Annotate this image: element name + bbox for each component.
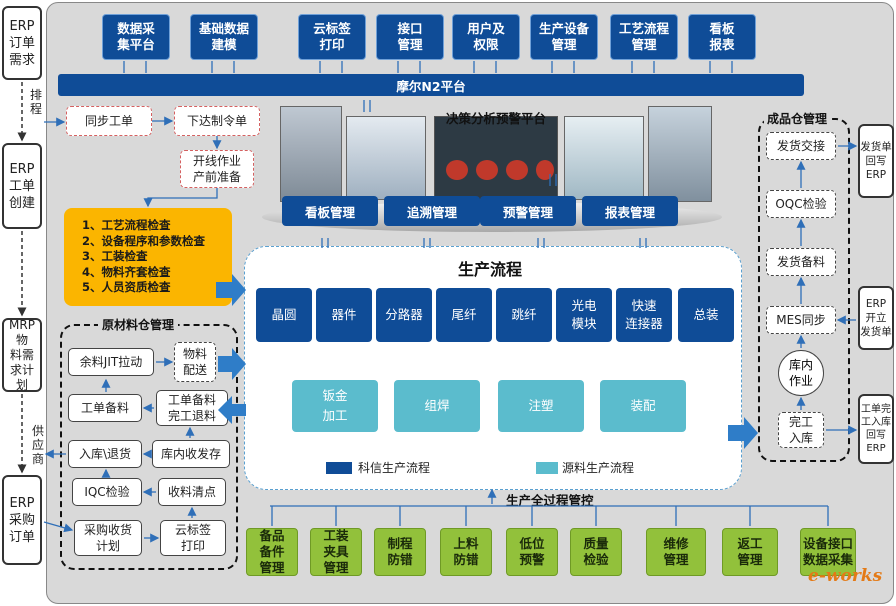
yuanliao-step: 组焊 — [394, 380, 480, 432]
finished-warehouse-title: 成品仓管理 — [764, 110, 831, 127]
ship-handover: 发货交接 — [766, 132, 836, 160]
screen-1 — [280, 106, 342, 202]
complete-return: 工单备料 完工退料 — [156, 390, 228, 426]
iqc-check: IQC检验 — [72, 478, 142, 506]
decision-module: 看板管理 — [282, 196, 378, 226]
oqc-check: OQC检验 — [766, 190, 836, 218]
control-module: 设备接口 数据采集 — [800, 528, 856, 576]
yuanliao-step: 钣金 加工 — [292, 380, 378, 432]
raw-warehouse-title: 原材料仓管理 — [98, 316, 179, 333]
control-module: 备品 备件 管理 — [246, 528, 298, 576]
top-module: 用户及 权限 — [452, 14, 520, 60]
gauge-icon — [476, 160, 498, 180]
mrp-plan: MRP物 料需 求计 划 — [2, 318, 42, 392]
top-module: 数据采 集平台 — [102, 14, 170, 60]
top-module: 生产设备 管理 — [530, 14, 598, 60]
top-module: 工艺流程 管理 — [610, 14, 678, 60]
decision-module: 预警管理 — [480, 196, 576, 226]
issue-order: 下达制令单 — [174, 106, 260, 136]
keyin-step: 光电 模块 — [556, 288, 612, 342]
keyin-step: 器件 — [316, 288, 372, 342]
production-flow-box — [244, 246, 742, 490]
material-delivery: 物料 配送 — [174, 342, 216, 382]
full-process-title: 生产全过程管控 — [506, 493, 594, 508]
mes-sync: MES同步 — [766, 306, 836, 334]
line-prep: 开线作业 产前准备 — [180, 150, 254, 188]
checklist-item: 3、工装检查 — [82, 249, 148, 263]
keyin-step: 快速 连接器 — [616, 288, 672, 342]
legend-yuanliao-swatch — [536, 462, 558, 474]
control-module: 制程 防错 — [374, 528, 426, 576]
top-module: 接口 管理 — [376, 14, 444, 60]
keyin-step: 跳纤 — [496, 288, 552, 342]
legend-keyin: 科信生产流程 — [358, 461, 431, 475]
control-module: 低位 预警 — [506, 528, 558, 576]
ship-writeback-erp: 发货单 回写 ERP — [858, 124, 894, 198]
gauge-icon — [506, 160, 528, 180]
top-module: 看板 报表 — [688, 14, 756, 60]
ship-prep: 发货备料 — [766, 248, 836, 276]
in-warehouse-ops: 库内 作业 — [778, 350, 824, 396]
ework-watermark: e-works — [808, 566, 883, 586]
control-module: 维修 管理 — [646, 528, 706, 576]
receipt-clear: 收料清点 — [158, 478, 226, 506]
checklist-item: 1、工艺流程检查 — [82, 218, 171, 232]
arrow-out-production — [728, 417, 758, 449]
keyin-step: 尾纤 — [436, 288, 492, 342]
screen-3 — [434, 116, 558, 200]
top-module: 基础数据 建模 — [190, 14, 258, 60]
sync-work-order: 同步工单 — [66, 106, 152, 136]
checklist-item: 5、人员资质检查 — [82, 280, 171, 294]
decision-title: 决策分析预警平台 — [445, 111, 546, 126]
supplier-label: 供 应 商 — [31, 424, 44, 466]
cloud-label-print: 云标签 打印 — [160, 520, 226, 556]
arrow-delivery — [218, 348, 246, 380]
yuanliao-step: 装配 — [600, 380, 686, 432]
jit-pull: 余料JIT拉动 — [68, 348, 154, 376]
arrow-into-production — [216, 274, 246, 306]
platform-bar: 摩尔N2平台 — [58, 74, 804, 96]
arrow-return — [218, 396, 246, 424]
checklist-item: 2、设备程序和参数检查 — [82, 233, 206, 248]
warehouse-io: 库内收发存 — [152, 440, 230, 468]
control-module: 上料 防错 — [440, 528, 492, 576]
erp-open-ship: ERP 开立 发货单 — [858, 286, 894, 350]
control-module: 工装 夹具 管理 — [310, 528, 362, 576]
yuanliao-step: 注塑 — [498, 380, 584, 432]
erp-order-demand: ERP 订单 需求 — [2, 6, 42, 80]
control-module: 返工 管理 — [722, 528, 778, 576]
erp-purchase-order: ERP 采购 订单 — [2, 475, 42, 565]
in-return: 入库\退货 — [68, 440, 142, 468]
purchase-plan: 采购收货 计划 — [74, 520, 142, 556]
legend-keyin-swatch — [326, 462, 352, 474]
complete-in: 完工 入库 — [778, 412, 824, 448]
work-order-picking: 工单备料 — [68, 394, 142, 422]
erp-work-order: ERP 工单 创建 — [2, 143, 42, 229]
keyin-step: 晶圆 — [256, 288, 312, 342]
work-complete-writeback: 工单完 工入库 回写 ERP — [858, 394, 894, 464]
checklist-item: 4、物料齐套检查 — [82, 264, 171, 279]
control-module: 质量 检验 — [570, 528, 622, 576]
screen-5 — [648, 106, 712, 202]
gauge-icon — [446, 160, 468, 180]
schedule-label: 排 程 — [29, 88, 42, 116]
keyin-step: 分路器 — [376, 288, 432, 342]
production-title: 生产流程 — [457, 260, 522, 279]
legend-yuanliao: 源料生产流程 — [562, 461, 635, 475]
top-module: 云标签 打印 — [298, 14, 366, 60]
screen-2 — [346, 116, 426, 200]
keyin-step: 总装 — [678, 288, 734, 342]
decision-module: 追溯管理 — [384, 196, 480, 226]
decision-module: 报表管理 — [582, 196, 678, 226]
